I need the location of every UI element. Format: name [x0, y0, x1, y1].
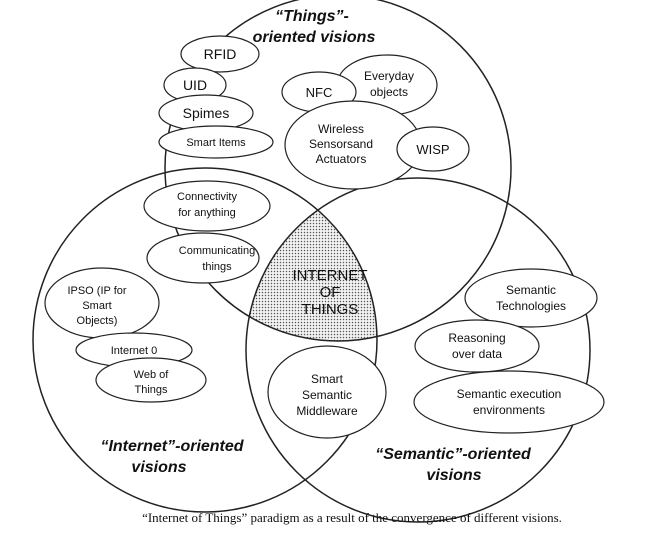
- internet-0-label: Internet 0: [111, 345, 157, 357]
- label-line: Wireless: [318, 122, 364, 136]
- label-line: Objects): [77, 315, 118, 327]
- semantic-technologies-ellipse: [464, 268, 598, 328]
- label-line: OF: [320, 284, 341, 301]
- label-line: Spimes: [183, 105, 230, 121]
- things-heading-line2: oriented visions: [253, 29, 376, 46]
- label-line: IPSO (IP for: [67, 285, 126, 297]
- internet-heading-line2: visions: [131, 459, 186, 476]
- figure-caption: “Internet of Things” paradigm as a resul…: [142, 510, 562, 525]
- smart-items-label: Smart Items: [186, 137, 246, 149]
- label-line: RFID: [204, 46, 237, 62]
- label-line: WISP: [416, 142, 449, 157]
- reasoning-over-data-ellipse: [414, 319, 540, 373]
- label-line: Smart: [82, 300, 111, 312]
- communicating-things-ellipse: [146, 232, 260, 284]
- label-line: THINGS: [302, 301, 359, 318]
- label-line: INTERNET: [293, 267, 368, 284]
- internet-vision-circle: [32, 167, 378, 513]
- everyday-objects-label: Everyday objects: [364, 69, 414, 99]
- web-of-things-label: Web of Things: [134, 369, 170, 396]
- connectivity-ellipse: [143, 180, 271, 232]
- label-line: NFC: [306, 85, 333, 100]
- label-line: environments: [473, 403, 545, 417]
- label-line: Communicating: [179, 245, 255, 257]
- label-line: Middleware: [296, 404, 358, 418]
- label-line: UID: [183, 77, 207, 93]
- smart-items-ellipse: [158, 125, 274, 159]
- wisp-label: WISP: [416, 142, 449, 157]
- label-line: Semantic: [302, 388, 352, 402]
- internet-heading-line1: “Internet”-oriented: [100, 438, 244, 455]
- label-line: Semantic execution: [457, 387, 562, 401]
- label-line: Sensorsand: [309, 137, 373, 151]
- reasoning-over-data-label: Reasoning over data: [448, 331, 505, 361]
- semantic-execution-ellipse: [413, 370, 605, 434]
- uid-label: UID: [183, 77, 207, 93]
- spimes-label: Spimes: [183, 105, 230, 121]
- semantic-heading-line2: visions: [426, 467, 481, 484]
- label-line: Things: [134, 384, 168, 396]
- label-line: things: [202, 261, 232, 273]
- label-line: Internet 0: [111, 345, 157, 357]
- label-line: Actuators: [316, 152, 367, 166]
- label-line: Technologies: [496, 299, 566, 313]
- label-line: Web of: [134, 369, 170, 381]
- rfid-ellipse: [180, 35, 260, 73]
- nfc-label: NFC: [306, 85, 333, 100]
- label-line: Connectivity: [177, 191, 237, 203]
- rfid-label: RFID: [204, 46, 237, 62]
- label-line: Everyday: [364, 69, 414, 83]
- label-line: Reasoning: [448, 331, 505, 345]
- semantic-execution-label: Semantic execution environments: [457, 387, 562, 417]
- web-of-things-ellipse: [95, 357, 207, 403]
- label-line: Smart Items: [186, 137, 246, 149]
- label-line: Semantic: [506, 283, 556, 297]
- label-line: for anything: [178, 207, 235, 219]
- label-line: Smart: [311, 372, 344, 386]
- communicating-things-label: Communicating things: [179, 245, 255, 273]
- central-intersection-shading: [246, 178, 377, 341]
- label-line: objects: [370, 85, 408, 99]
- semantic-vision-circle: [245, 177, 591, 523]
- things-vision-circle: [164, 0, 512, 342]
- semantic-heading-line1: “Semantic”-oriented: [375, 446, 532, 463]
- things-heading-line1: “Things”-: [275, 8, 349, 25]
- connectivity-label: Connectivity for anything: [177, 191, 237, 219]
- wisp-ellipse: [396, 126, 470, 172]
- label-line: over data: [452, 347, 502, 361]
- smart-semantic-middleware-ellipse: [267, 345, 387, 439]
